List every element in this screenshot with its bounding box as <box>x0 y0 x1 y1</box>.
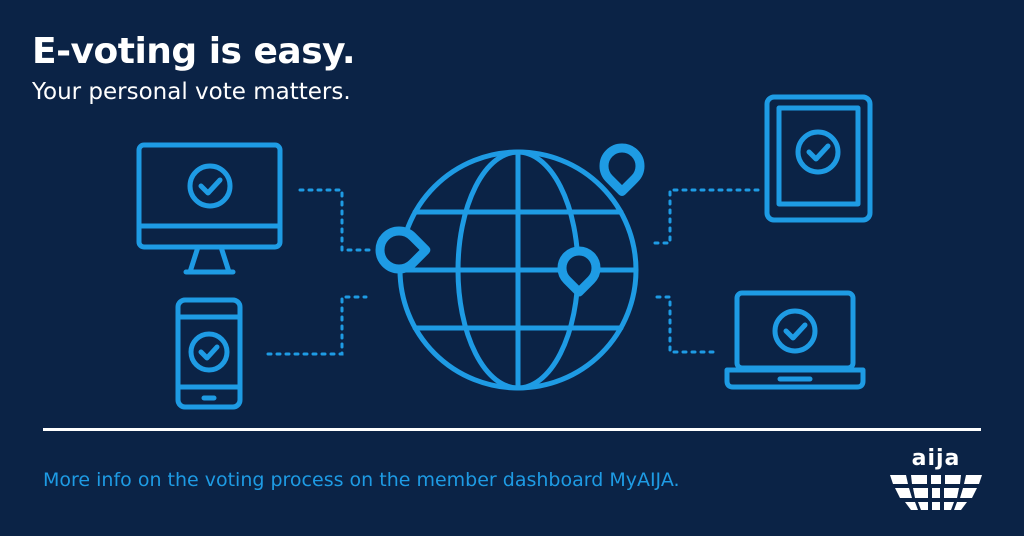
logo-text: aija <box>911 446 961 471</box>
smartphone-icon <box>175 297 243 410</box>
tablet-icon <box>764 94 873 223</box>
footer-info-text: More info on the voting process on the m… <box>43 469 680 491</box>
location-pin-icon <box>599 143 645 196</box>
globe-icon <box>397 149 639 391</box>
connector-line <box>298 188 372 252</box>
laptop-icon <box>724 290 866 390</box>
connector-line <box>650 295 715 354</box>
desktop-monitor-icon <box>136 142 283 275</box>
aija-logo: aija <box>884 446 988 516</box>
divider <box>43 428 981 431</box>
headline: E-voting is easy. <box>32 31 356 72</box>
connector-line <box>650 188 760 245</box>
connector-line <box>266 295 368 356</box>
subheadline: Your personal vote matters. <box>32 79 351 105</box>
location-pin-icon <box>557 246 601 297</box>
location-pin-icon <box>375 226 431 274</box>
logo-mark-icon <box>890 475 982 510</box>
